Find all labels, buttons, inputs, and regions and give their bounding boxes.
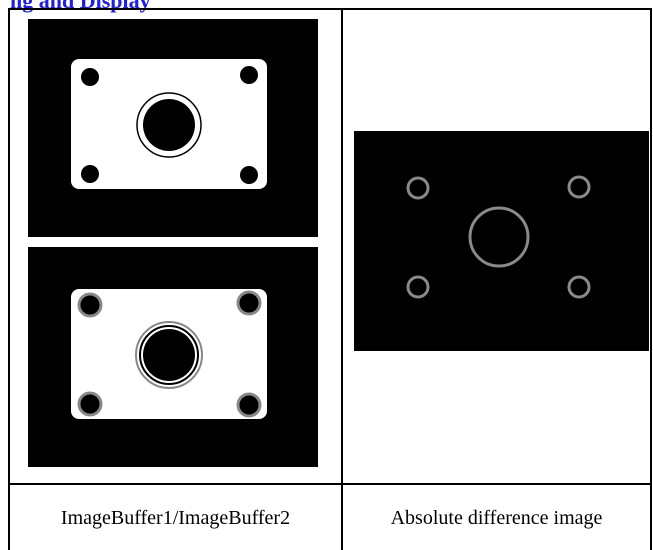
table-border-right (650, 8, 652, 550)
difference-ring-bottom-left (406, 275, 430, 299)
corner-hole-bottom-left (81, 165, 99, 183)
section-heading: ng and Display (10, 0, 151, 13)
center-ring-outer (135, 321, 203, 389)
corner-hole-top-left (81, 68, 99, 86)
center-hole (143, 99, 195, 151)
difference-image-graphic (354, 131, 649, 351)
center-hole (143, 329, 195, 381)
image-buffer-2 (28, 247, 318, 467)
center-ring-inner (139, 325, 199, 385)
center-ring (136, 92, 202, 158)
corner-hole-top-right (240, 66, 258, 84)
corner-hole-top-right (236, 290, 262, 316)
difference-image (354, 131, 649, 351)
caption-image-buffers: ImageBuffer1/ImageBuffer2 (60, 507, 291, 529)
image-buffer-2-graphic (28, 247, 318, 467)
difference-ring-center (468, 206, 530, 268)
table-border-top (8, 8, 652, 10)
corner-hole-top-left (77, 292, 103, 318)
image-buffer-1-graphic (28, 19, 318, 237)
table-row-divider (8, 483, 652, 485)
corner-hole-bottom-left (77, 391, 103, 417)
image-buffer-1 (28, 19, 318, 237)
difference-ring-top-left (406, 176, 430, 200)
difference-ring-top-right (567, 175, 591, 199)
corner-hole-bottom-right (240, 166, 258, 184)
table-border-left (8, 8, 10, 550)
corner-hole-bottom-right (236, 392, 262, 418)
difference-ring-bottom-right (567, 275, 591, 299)
table-border-middle (341, 8, 343, 550)
caption-difference-image: Absolute difference image (390, 507, 603, 529)
